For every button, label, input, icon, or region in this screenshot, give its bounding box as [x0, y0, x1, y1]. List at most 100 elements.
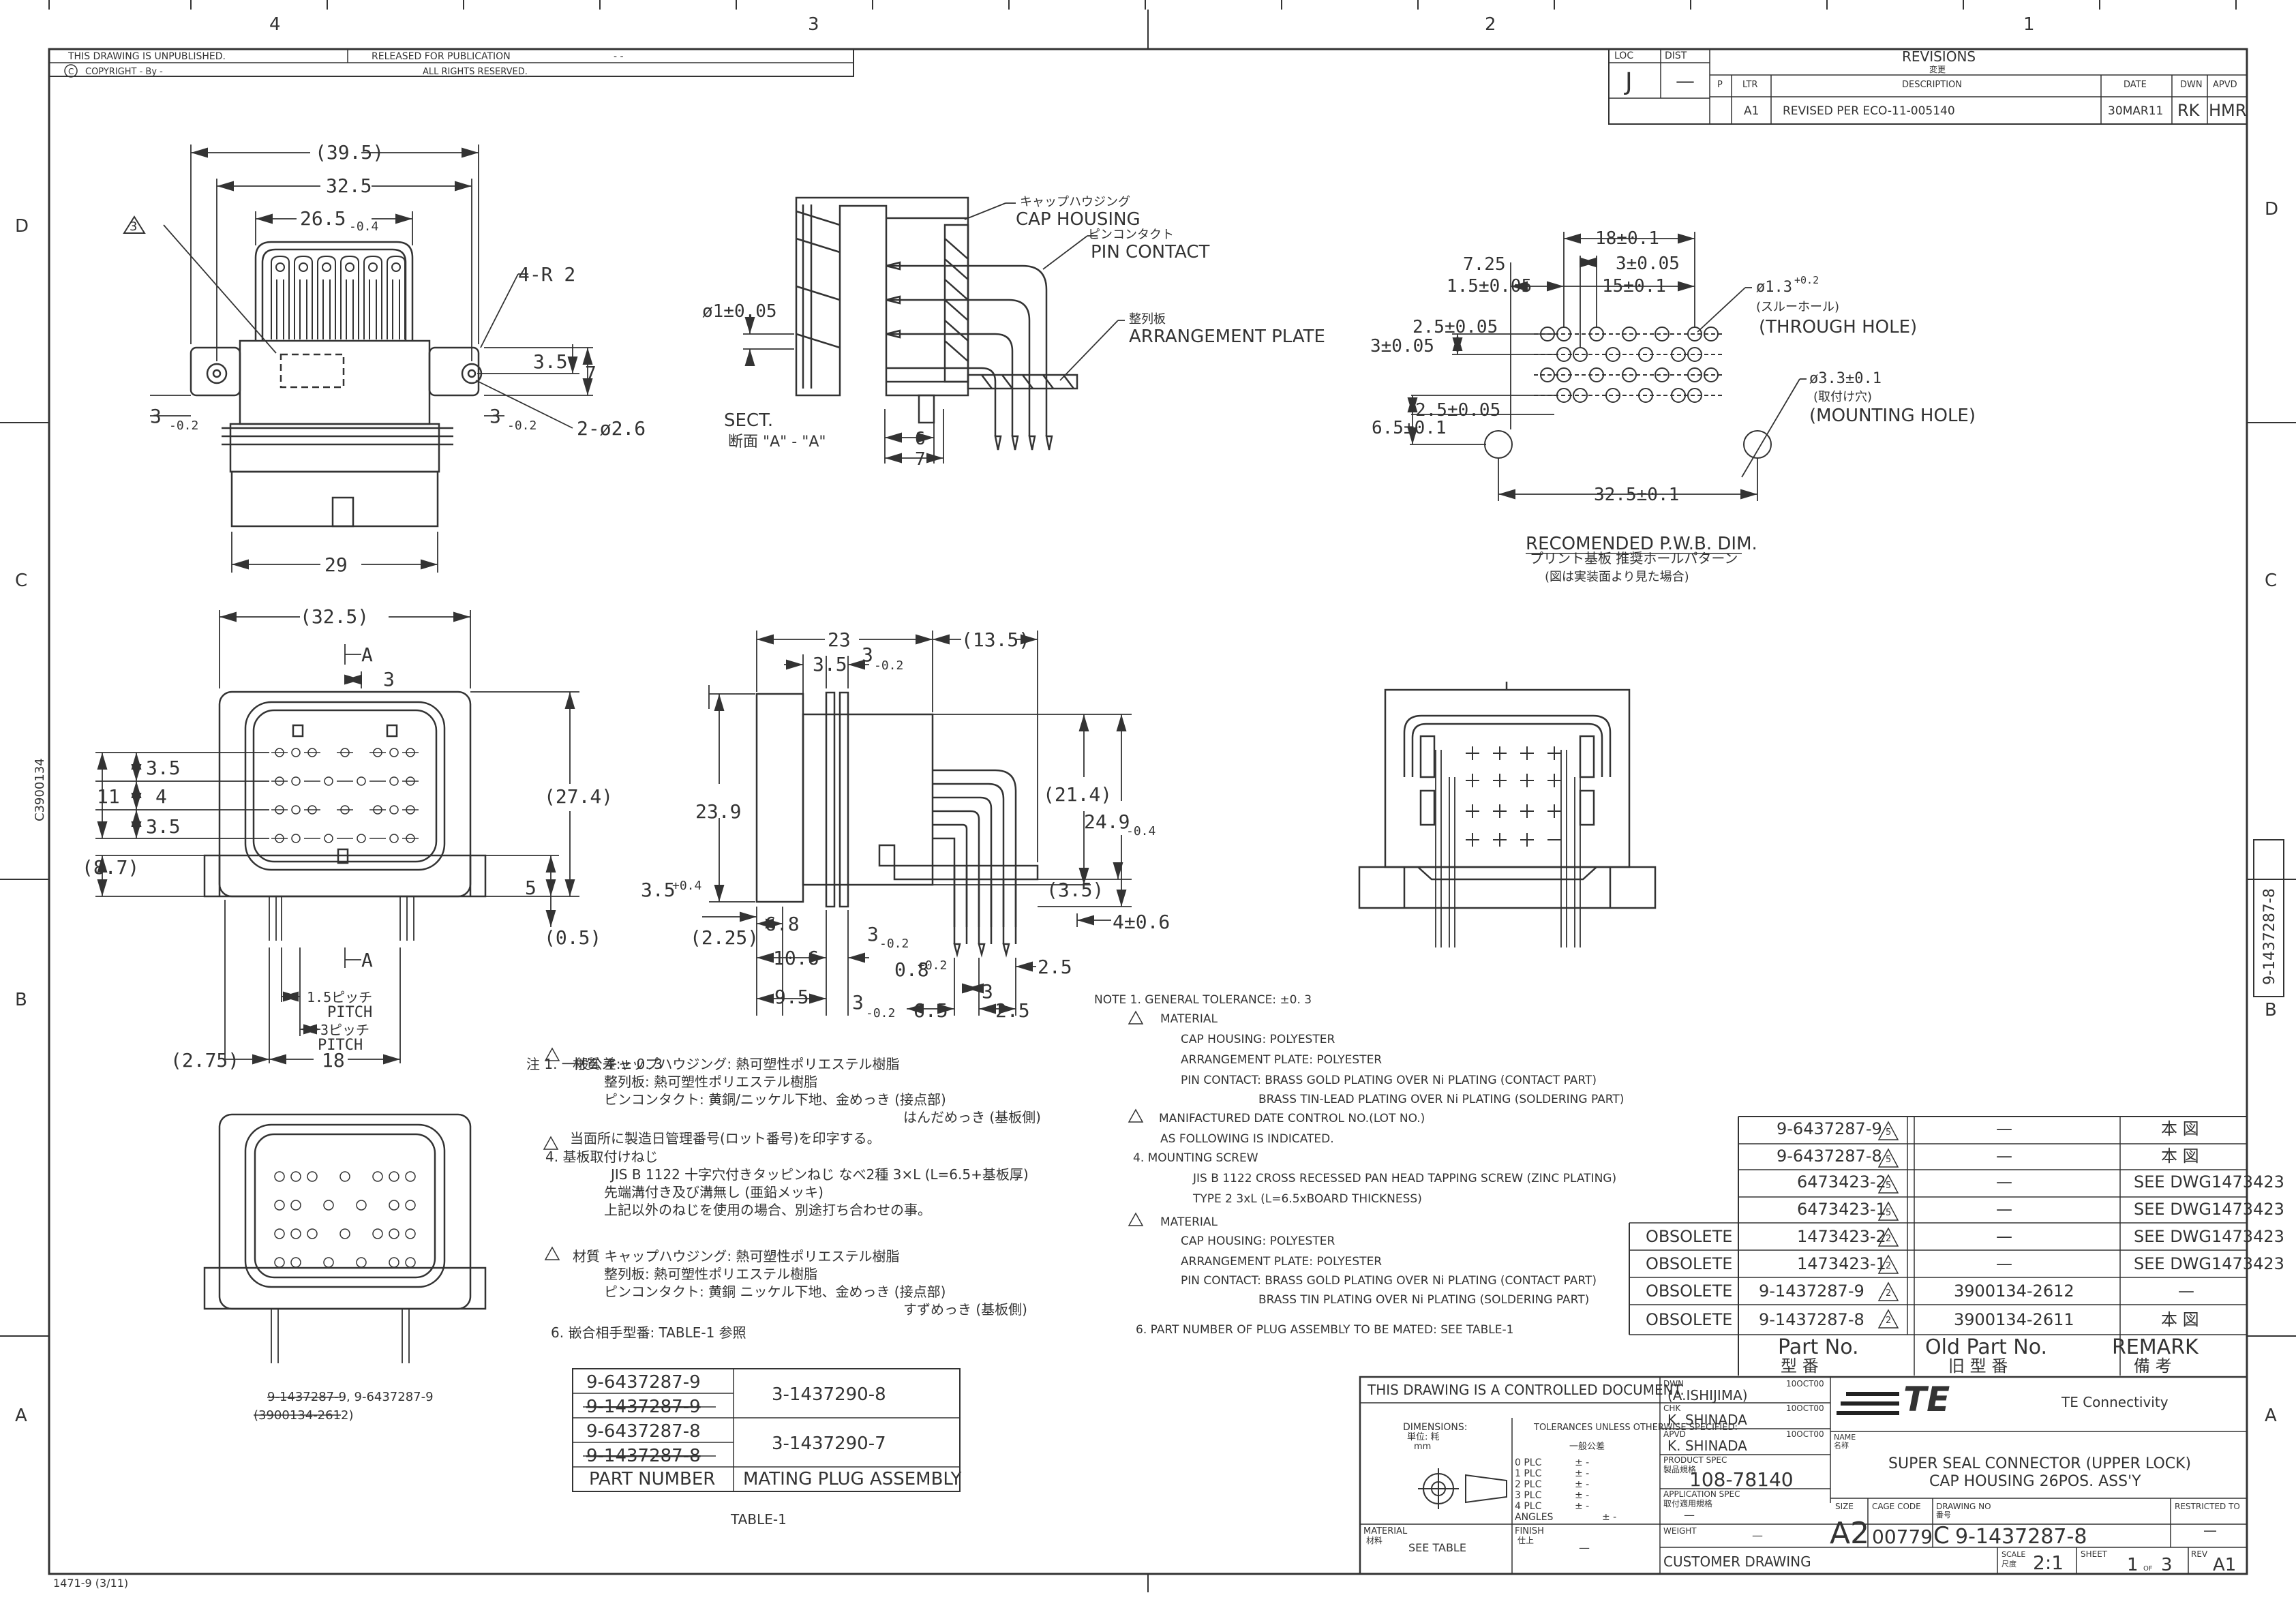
svg-text:26.5: 26.5 [300, 207, 346, 230]
svg-text:—: — [1996, 1227, 2012, 1246]
svg-text:00779: 00779 [1872, 1526, 1933, 1548]
svg-text:A: A [361, 949, 373, 971]
mid-front-view [203, 691, 487, 941]
svg-text:2: 2 [1886, 1261, 1891, 1271]
svg-text:3±0.05: 3±0.05 [1616, 254, 1680, 274]
svg-text:-0.4: -0.4 [349, 219, 378, 234]
revisions-block: LOC J DIST — REVISIONS 変更 P LTR DESCRIPT… [1608, 48, 2248, 125]
svg-text:-0.2: -0.2 [507, 419, 537, 433]
table-row: 9-6437287-9 [1777, 1119, 1882, 1138]
svg-text:A1: A1 [2213, 1555, 2236, 1575]
svg-text:(2.75): (2.75) [170, 1049, 239, 1072]
svg-text:本 図: 本 図 [2161, 1119, 2199, 1138]
svg-text:本 図: 本 図 [2161, 1310, 2199, 1329]
svg-text:K. SHINADA: K. SHINADA [1667, 1438, 1747, 1454]
svg-text:(8.7): (8.7) [82, 856, 139, 879]
svg-text:3900134-2611: 3900134-2611 [1954, 1310, 2074, 1329]
svg-text:+0.2: +0.2 [1794, 274, 1819, 286]
right-margin-tab: 9-1437287-8 [2253, 839, 2284, 997]
svg-text:K. SHINADA: K. SHINADA [1667, 1412, 1747, 1428]
svg-text:OBSOLETE: OBSOLETE [1646, 1310, 1732, 1329]
svg-text:(スルーホール): (スルーホール) [1756, 300, 1839, 314]
side-view [755, 691, 1039, 958]
company-name: TE Connectivity [2061, 1394, 2169, 1410]
svg-text:2.5: 2.5 [1038, 956, 1072, 978]
svg-text:LTR: LTR [1742, 80, 1757, 90]
svg-text:3.5: 3.5 [146, 757, 181, 779]
drawing-border [48, 48, 2248, 1575]
zone-right-a: A [2265, 1406, 2277, 1426]
zone-top-1: 1 [2023, 14, 2035, 35]
svg-text:AS FOLLOWING IS INDICATED.: AS FOLLOWING IS INDICATED. [1160, 1132, 1334, 1146]
svg-text:TYPE 2 3xL (L=6.5xBOARD THIC: TYPE 2 3xL (L=6.5xBOARD THICKNESS) [1192, 1192, 1422, 1206]
svg-text:(39.5): (39.5) [315, 141, 384, 164]
svg-text:10OCT00: 10OCT00 [1786, 1404, 1824, 1413]
svg-text:(21.4): (21.4) [1043, 783, 1112, 806]
svg-text:PIN CONTACT: BRASS GOLD PLATIN: PIN CONTACT: BRASS GOLD PLATING OVER Ni … [1181, 1074, 1597, 1087]
svg-text:MATING PLUG ASSEMBLY: MATING PLUG ASSEMBLY [743, 1469, 961, 1489]
svg-text:9-1437287-8: 9-1437287-8 [2261, 888, 2278, 985]
svg-text:TOLERANCES UNLESS OTHERWISE SP: TOLERANCES UNLESS OTHERWISE SPECIFIED: [1533, 1423, 1738, 1433]
svg-text:(取付け穴): (取付け穴) [1813, 390, 1872, 404]
svg-text:OBSOLETE: OBSOLETE [1646, 1227, 1732, 1246]
svg-text:当面所に製造日管理番号(ロット番号)を印字する。: 当面所に製造日管理番号(ロット番号)を印字する。 [570, 1130, 881, 1147]
table-row: 6473423-1 [1797, 1200, 1886, 1219]
svg-text:DRAWING NO: DRAWING NO [1936, 1502, 1991, 1511]
svg-text:3.5: 3.5 [146, 815, 181, 838]
svg-text:3.5: 3.5 [533, 350, 568, 373]
svg-text:整列板: 熱可塑性ポリエステル樹脂: 整列板: 熱可塑性ポリエステル樹脂 [604, 1266, 817, 1282]
svg-text:5: 5 [1886, 1208, 1891, 1218]
customer-drawing: CUSTOMER DRAWING [1663, 1553, 1811, 1570]
svg-text:本 図: 本 図 [2161, 1147, 2199, 1166]
svg-text:18±0.1: 18±0.1 [1595, 228, 1659, 249]
svg-text:(2.25): (2.25) [690, 926, 759, 949]
svg-text:ARRANGEMENT PLATE: POLYESTER: ARRANGEMENT PLATE: POLYESTER [1181, 1053, 1382, 1067]
svg-text:先端溝付き及び溝無し (亜鉛メッキ): 先端溝付き及び溝無し (亜鉛メッキ) [604, 1184, 824, 1200]
svg-text:MATERIAL: MATERIAL [1363, 1526, 1408, 1536]
table-1-caption: TABLE-1 [730, 1511, 787, 1528]
svg-text:3: 3 [150, 405, 162, 427]
svg-text:15±0.1: 15±0.1 [1602, 276, 1666, 297]
svg-text:SEE TABLE: SEE TABLE [1408, 1541, 1466, 1554]
table-row: 1473423-2 [1797, 1227, 1886, 1246]
svg-text:-0.4: -0.4 [1126, 824, 1155, 838]
notes-english: NOTE 1. GENERAL TOLERANCE: ±0. 3 MATERIA… [1094, 993, 1624, 1337]
svg-text:取付適用規格: 取付適用規格 [1663, 1498, 1712, 1508]
svg-text:MATERIAL: MATERIAL [1160, 1215, 1218, 1229]
notes-japanese: 注 1. 一般公差:± 0. 3 材質 キャップハウジング: 熱可塑性ポリエステ… [526, 1047, 1041, 1341]
dist-label: DIST [1665, 50, 1687, 61]
side-view-labels: 23 (13.5) 3.5 3 -0.2 23.9 (21.4) 24.9 -0… [641, 628, 1170, 1022]
svg-text:-0.2: -0.2 [866, 1006, 895, 1020]
svg-text:0.8: 0.8 [894, 958, 929, 981]
svg-text:すずめっき (基板側): すずめっき (基板側) [903, 1301, 1027, 1318]
svg-text:1 PLC: 1 PLC [1515, 1468, 1542, 1479]
table-row: 9-1437287-9 [1759, 1281, 1864, 1301]
svg-text:(0.5): (0.5) [544, 926, 601, 949]
rear-view [1358, 682, 1657, 947]
svg-text:JIS B 1122 CROSS RECESSED PAN: JIS B 1122 CROSS RECESSED PAN HEAD TAPPI… [1192, 1172, 1616, 1185]
arrangement-plate-label: ARRANGEMENT PLATE [1129, 327, 1325, 347]
svg-text:旧 型 番: 旧 型 番 [1948, 1356, 2008, 1376]
svg-text:3: 3 [862, 643, 873, 666]
svg-text:仕上: 仕上 [1517, 1536, 1534, 1545]
section-view [795, 196, 1078, 451]
svg-text:± -: ± - [1575, 1468, 1589, 1479]
section-view-callouts [743, 202, 1125, 464]
svg-text:PART NUMBER: PART NUMBER [589, 1469, 715, 1489]
svg-text:CAGE CODE: CAGE CODE [1872, 1502, 1921, 1511]
svg-text:変更: 変更 [1929, 64, 1946, 74]
table-row: 9-6437287-8 [1777, 1147, 1882, 1166]
svg-text:—: — [2178, 1281, 2194, 1301]
svg-text:± -: ± - [1575, 1479, 1589, 1490]
svg-text:REMARK: REMARK [2112, 1335, 2199, 1359]
te-logo-bars [1837, 1392, 1899, 1415]
svg-text:23: 23 [828, 628, 851, 651]
svg-text:ø1.3: ø1.3 [1756, 279, 1792, 296]
svg-text:-0.2: -0.2 [169, 419, 198, 433]
zone-top-2: 2 [1485, 14, 1496, 35]
svg-text:C: C [68, 67, 74, 76]
form-number: 1471-9 (3/11) [53, 1577, 128, 1590]
svg-text:3±0.05: 3±0.05 [1370, 336, 1434, 357]
svg-text:23.9: 23.9 [695, 800, 741, 823]
